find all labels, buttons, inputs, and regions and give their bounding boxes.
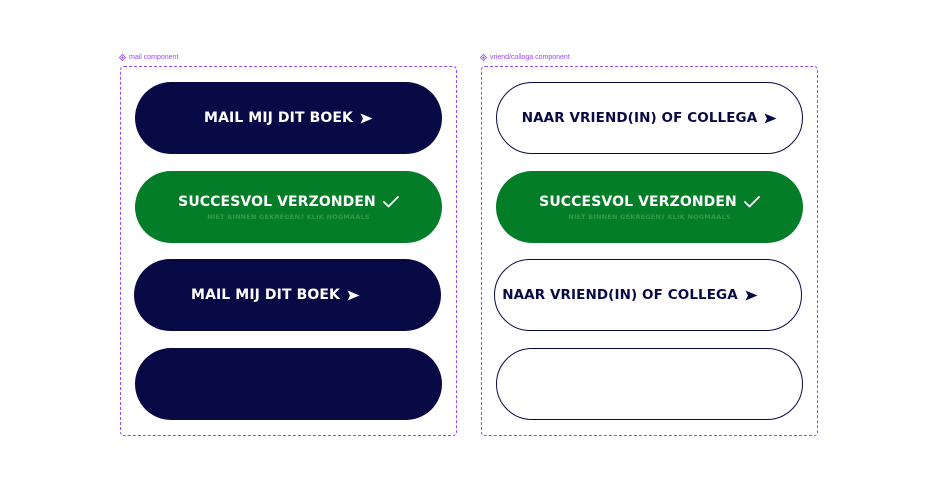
mail-book-button[interactable]: MAIL MIJ DIT BOEK <box>135 82 442 154</box>
send-to-friend-button[interactable]: NAAR VRIEND(IN) OF COLLEGA <box>496 82 803 154</box>
component-icon <box>480 54 487 61</box>
component-icon <box>119 54 126 61</box>
friend-success-button[interactable]: SUCCESVOL VERZONDEN NIET BINNEN GEKREGEN… <box>496 171 803 243</box>
friend-empty-button[interactable] <box>496 348 803 420</box>
friend-component-frame <box>481 66 818 436</box>
frame-label-text: vriend/colloga component <box>490 54 570 61</box>
mail-success-button[interactable]: SUCCESVOL VERZONDEN NIET BINNEN GEKREGEN… <box>135 171 442 243</box>
send-icon <box>347 290 360 301</box>
mail-component-frame <box>120 66 457 436</box>
frame-label-friend: vriend/colloga component <box>480 53 570 62</box>
check-icon <box>743 195 760 208</box>
button-label: SUCCESVOL VERZONDEN <box>539 193 737 210</box>
button-label: NAAR VRIEND(IN) OF COLLEGA <box>521 110 758 126</box>
send-icon <box>764 113 777 124</box>
button-label: MAIL MIJ DIT BOEK <box>204 110 353 126</box>
check-icon <box>382 195 399 208</box>
send-icon <box>745 290 758 301</box>
send-to-friend-button-hover[interactable]: NAAR VRIEND(IN) OF COLLEGA <box>494 259 802 331</box>
frame-label-text: mail component <box>129 54 179 61</box>
button-label: MAIL MIJ DIT BOEK <box>191 287 340 303</box>
button-label: NAAR VRIEND(IN) OF COLLEGA <box>502 287 738 303</box>
button-label: SUCCESVOL VERZONDEN <box>178 193 376 210</box>
mail-book-button-hover[interactable]: MAIL MIJ DIT BOEK <box>134 259 441 331</box>
frame-label-mail: mail component <box>119 53 178 62</box>
resend-hint: NIET BINNEN GEKREGEN? KLIK NOGMAALS <box>568 212 731 221</box>
send-icon <box>360 113 373 124</box>
mail-empty-button[interactable] <box>135 348 442 420</box>
resend-hint: NIET BINNEN GEKREGEN? KLIK NOGMAALS <box>207 212 370 221</box>
